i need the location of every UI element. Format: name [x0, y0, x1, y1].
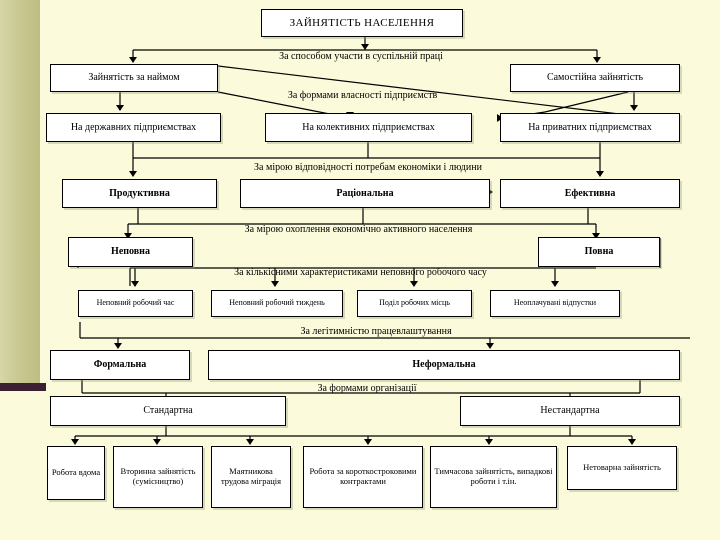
box-label: Неповний робочий час: [96, 298, 175, 308]
box-state-enterprises[interactable]: На державних підприємствах: [46, 113, 221, 142]
criterion-label-needs: За мірою відповідності потребам економік…: [203, 162, 533, 173]
box-label: ЗАЙНЯТІСТЬ НАСЕЛЕННЯ: [289, 16, 435, 29]
arrowhead: [131, 281, 139, 287]
box-non-commodity-employment[interactable]: Нетоварна зайнятість: [567, 446, 677, 490]
box-short-term-contracts[interactable]: Робота за короткостроковими контрактами: [303, 446, 423, 508]
arrowhead: [71, 439, 79, 445]
box-label: Нестандартна: [540, 405, 600, 417]
box-label: Поділ робочих місць: [379, 298, 450, 308]
arrowhead: [153, 439, 161, 445]
box-label: Тимчасова зайнятість, випадкові роботи і…: [434, 466, 553, 486]
criterion-text: За формами власності підприємств: [287, 90, 438, 101]
arrowhead: [630, 105, 638, 111]
criterion-text: За кількісними характеристиками неповног…: [234, 267, 487, 278]
decorative-left-band: [0, 0, 40, 390]
arrowhead: [129, 171, 137, 177]
arrowhead: [485, 439, 493, 445]
box-part-time-week[interactable]: Неповний робочий тиждень: [211, 290, 343, 317]
criterion-label-legitimacy: За легітимністю працевлаштування: [236, 326, 516, 337]
box-label: Зайнятість за наймом: [88, 72, 180, 84]
box-label: Неформальна: [412, 359, 476, 371]
box-label: На приватних підприємствах: [528, 121, 652, 133]
box-private-enterprises[interactable]: На приватних підприємствах: [500, 113, 680, 142]
arrowhead: [551, 281, 559, 287]
box-label: Неповна: [111, 246, 150, 258]
box-secondary-employment[interactable]: Вторинна зайнятість (сумісництво): [113, 446, 203, 508]
arrowhead: [271, 281, 279, 287]
box-label: Повна: [584, 246, 614, 258]
box-label: На державних підприємствах: [70, 121, 197, 133]
box-temporary-casual-work[interactable]: Тимчасова зайнятість, випадкові роботи і…: [430, 446, 557, 508]
box-part-time-hours[interactable]: Неповний робочий час: [78, 290, 193, 317]
criterion-label-ownership: За формами власності підприємств: [255, 90, 470, 101]
box-formal[interactable]: Формальна: [50, 350, 190, 380]
arrowhead: [361, 44, 369, 50]
criterion-label-organization: За формами організації: [267, 383, 467, 394]
arrowhead: [114, 343, 122, 349]
criterion-label-coverage: За мірою охоплення економічно активного …: [186, 224, 531, 235]
box-label: Неоплачувані відпустки: [513, 298, 597, 308]
arrowhead: [486, 343, 494, 349]
box-label: Самостійна зайнятість: [546, 72, 644, 84]
decorative-left-bar: [0, 383, 46, 391]
criterion-label-parttime: За кількісними характеристиками неповног…: [183, 267, 538, 278]
box-collective-enterprises[interactable]: На колективних підприємствах: [265, 113, 472, 142]
box-label: Нетоварна зайнятість: [583, 462, 661, 473]
box-productive[interactable]: Продуктивна: [62, 179, 217, 208]
box-effective[interactable]: Ефективна: [500, 179, 680, 208]
box-employment-self[interactable]: Самостійна зайнятість: [510, 64, 680, 92]
arrowhead: [592, 233, 600, 239]
box-nonstandard[interactable]: Нестандартна: [460, 396, 680, 426]
box-label: Вторинна зайнятість (сумісництво): [120, 466, 196, 486]
criterion-text: За формами організації: [317, 383, 417, 394]
box-job-sharing[interactable]: Поділ робочих місць: [357, 290, 472, 317]
box-label: Продуктивна: [109, 187, 170, 199]
box-employment-hired[interactable]: Зайнятість за наймом: [50, 64, 218, 92]
criterion-text: За мірою охоплення економічно активного …: [244, 224, 473, 235]
arrowhead: [593, 57, 601, 63]
arrowhead: [364, 439, 372, 445]
box-label: Стандартна: [143, 405, 193, 417]
arrowhead: [129, 57, 137, 63]
arrowhead: [410, 281, 418, 287]
box-standard[interactable]: Стандартна: [50, 396, 286, 426]
arrowhead: [116, 105, 124, 111]
arrowhead: [246, 439, 254, 445]
criterion-text: За легітимністю працевлаштування: [300, 326, 452, 337]
arrowhead: [596, 171, 604, 177]
box-label: Робота за короткостроковими контрактами: [309, 466, 417, 486]
box-partial[interactable]: Неповна: [68, 237, 193, 267]
box-label: На колективних підприємствах: [302, 121, 435, 133]
arrowhead: [487, 188, 493, 196]
box-full[interactable]: Повна: [538, 237, 660, 267]
box-label: Раціональна: [336, 187, 394, 199]
criterion-text: За способом участи в суспільній праці: [279, 51, 443, 62]
box-label: Неповний робочий тиждень: [229, 298, 325, 308]
box-label: Формальна: [93, 359, 147, 371]
criterion-label-participation: За способом участи в суспільній праці: [241, 51, 481, 62]
arrowhead: [628, 439, 636, 445]
box-title-employment[interactable]: ЗАЙНЯТІСТЬ НАСЕЛЕННЯ: [261, 9, 463, 37]
criterion-text: За мірою відповідності потребам економік…: [254, 162, 482, 173]
box-unpaid-leave[interactable]: Неоплачувані відпустки: [490, 290, 620, 317]
box-label: Маятникова трудова міграція: [220, 466, 282, 486]
box-work-from-home[interactable]: Робота вдома: [47, 446, 105, 500]
arrowhead: [124, 233, 132, 239]
box-informal[interactable]: Неформальна: [208, 350, 680, 380]
box-pendulum-migration[interactable]: Маятникова трудова міграція: [211, 446, 291, 508]
box-rational[interactable]: Раціональна: [240, 179, 490, 208]
box-label: Робота вдома: [51, 467, 101, 478]
box-label: Ефективна: [564, 187, 616, 199]
